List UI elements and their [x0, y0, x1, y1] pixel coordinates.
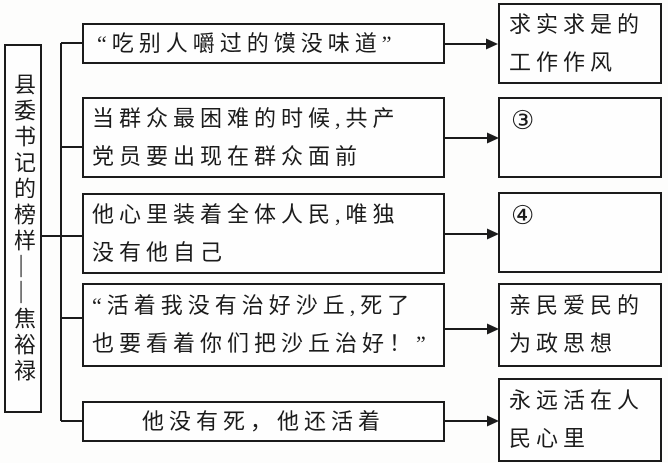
arrow-head-5 — [487, 415, 499, 427]
arrow-head-3 — [487, 228, 499, 240]
answer-box-5: 永远活在人 民心里 — [498, 378, 662, 462]
arrow-head-4 — [487, 323, 499, 335]
arrow-head-1 — [486, 38, 498, 50]
answer-box-2: ③ — [498, 97, 662, 178]
quote-box-2: 当群众最困难的时候,共产 党员要出现在群众面前 — [82, 97, 445, 178]
root-label: 县委书记的榜样——焦裕禄 — [11, 72, 36, 385]
answer-box-1: 求实求是的 工作作风 — [498, 3, 662, 84]
root-label-box: 县委书记的榜样——焦裕禄 — [4, 44, 42, 413]
quote-box-3: 他心里装着全体人民,唯独 没有他自己 — [82, 193, 445, 274]
quote-box-4: “活着我没有治好沙丘,死了 也要看着你们把沙丘治好！” — [82, 283, 445, 367]
answer-box-3: ④ — [498, 192, 662, 273]
arrow-head-2 — [487, 132, 499, 144]
answer-box-4: 亲民爱民的 为政思想 — [498, 283, 662, 367]
quote-box-1: “吃别人嚼过的馍没味道” — [82, 23, 445, 64]
quote-box-5: 他没有死，他还活着 — [82, 401, 445, 442]
